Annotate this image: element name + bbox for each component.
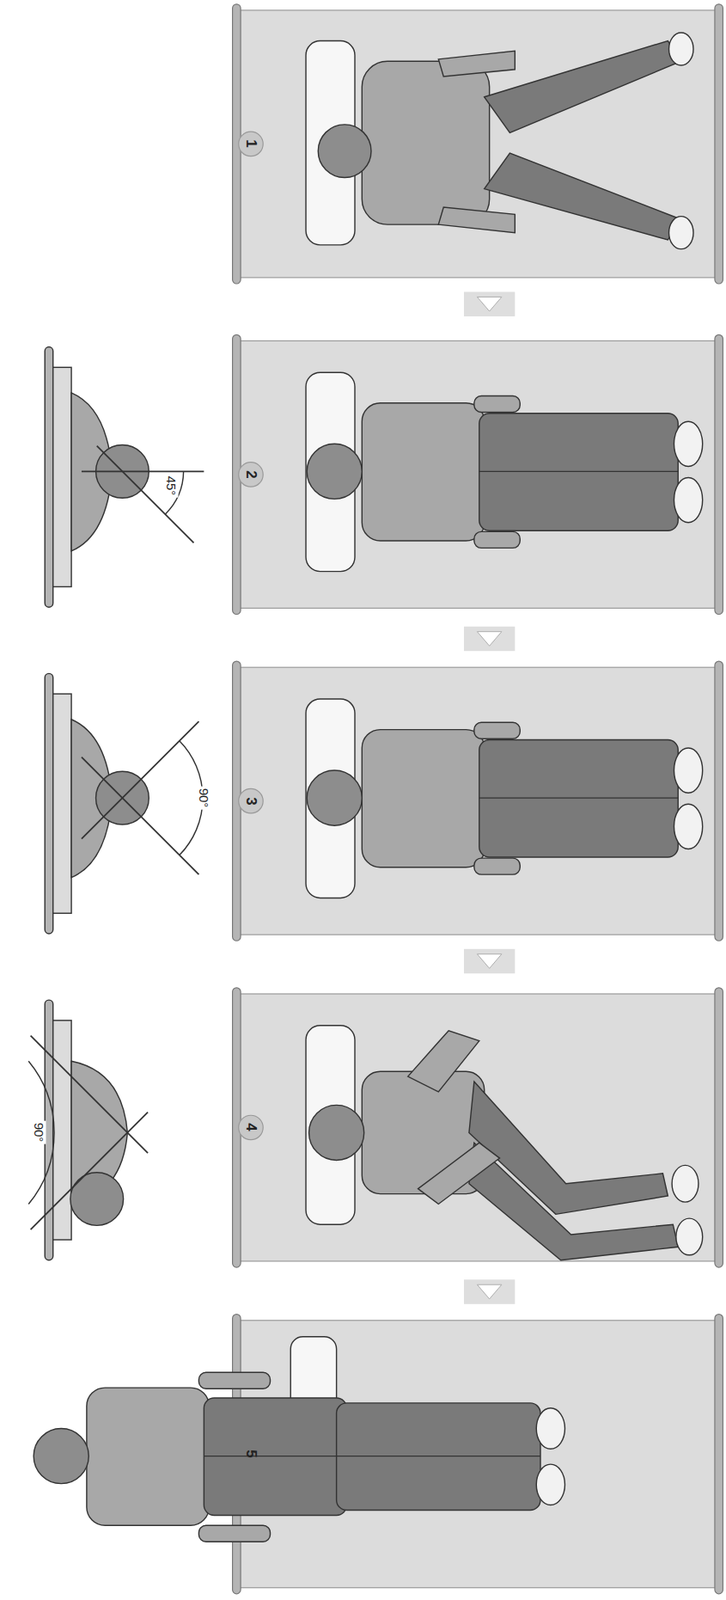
callout-number: 2: [243, 469, 258, 478]
callout-number: 3: [243, 796, 258, 805]
angle-label: 90°: [196, 786, 212, 810]
callout-number: 1: [243, 140, 258, 148]
callout-number: 4: [243, 1122, 258, 1131]
angle-label: 45°: [164, 474, 179, 498]
callout-number: 5: [243, 1448, 258, 1457]
angle-label: 90°: [31, 1120, 47, 1144]
